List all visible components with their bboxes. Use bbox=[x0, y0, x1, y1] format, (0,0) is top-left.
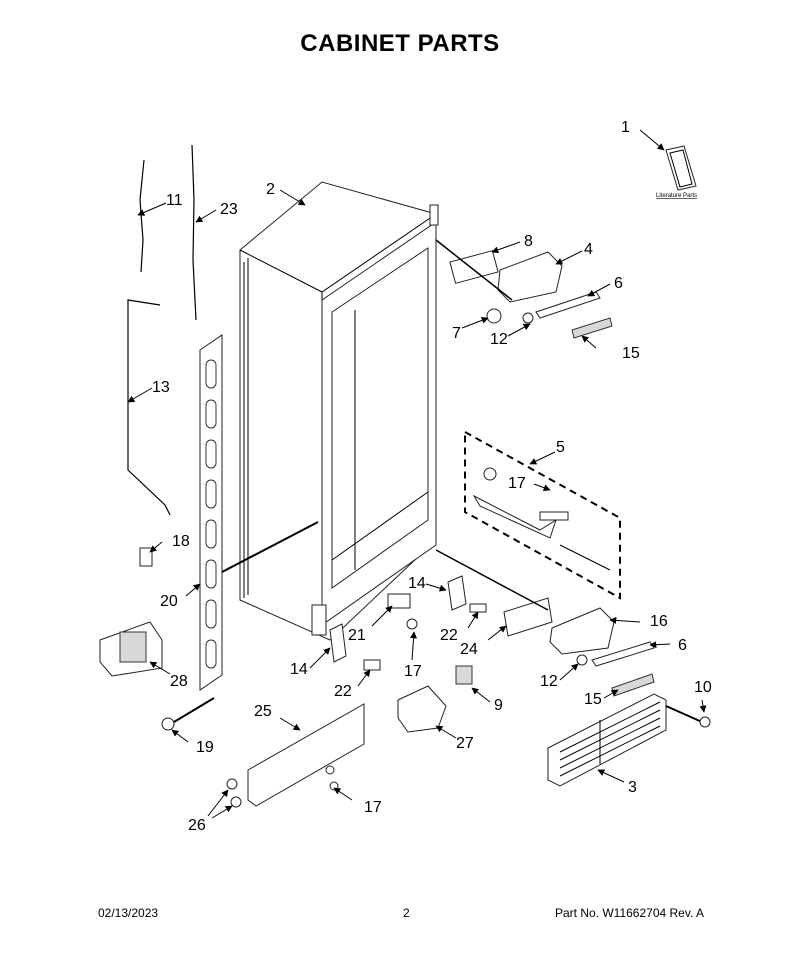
callout-2: 2 bbox=[266, 181, 275, 198]
callout-24: 24 bbox=[460, 641, 478, 658]
callout-21: 21 bbox=[348, 627, 366, 644]
callout-17-a: 17 bbox=[508, 475, 526, 492]
callout-4: 4 bbox=[584, 241, 593, 258]
part-15-cover-top bbox=[571, 317, 613, 339]
part-24-cover bbox=[503, 597, 553, 637]
part-15-cover-bottom bbox=[611, 673, 655, 697]
page-title: CABINET PARTS bbox=[300, 30, 500, 57]
part-12-screw-bottom bbox=[576, 654, 588, 666]
callout-12-bottom: 12 bbox=[540, 673, 558, 690]
part-16-hinge bbox=[549, 607, 615, 655]
callout-26: 26 bbox=[188, 817, 206, 834]
callout-18: 18 bbox=[172, 533, 190, 550]
callout-25: 25 bbox=[254, 703, 272, 720]
callout-15-bottom: 15 bbox=[584, 691, 602, 708]
part-20-side-trim bbox=[199, 334, 223, 691]
callout-19: 19 bbox=[196, 739, 214, 756]
part-14-bracket-b bbox=[329, 623, 347, 663]
callout-13: 13 bbox=[152, 379, 170, 396]
callout-3: 3 bbox=[628, 779, 637, 796]
callout-17-b: 17 bbox=[404, 663, 422, 680]
footer-part-number: Part No. W11662704 Rev. A bbox=[555, 906, 704, 920]
part-26-screw-b bbox=[230, 796, 242, 808]
part-23-tube bbox=[191, 144, 197, 321]
part-5-hinge-kit-box bbox=[464, 430, 621, 600]
part-17-screw-a bbox=[406, 618, 418, 630]
part-17-screw-c bbox=[329, 781, 339, 791]
part-22-strip-b bbox=[363, 659, 381, 671]
part-27-housing bbox=[397, 685, 447, 733]
callout-17-c: 17 bbox=[364, 799, 382, 816]
part-19-screw bbox=[161, 717, 175, 731]
literature-label: Literature Parts bbox=[656, 193, 697, 199]
callout-28: 28 bbox=[170, 673, 188, 690]
callout-6-bottom: 6 bbox=[678, 637, 687, 654]
callout-6-top: 6 bbox=[614, 275, 623, 292]
callout-23: 23 bbox=[220, 201, 238, 218]
part-22-strip-a bbox=[469, 603, 487, 613]
callout-16: 16 bbox=[650, 613, 668, 630]
footer-page-number: 2 bbox=[403, 906, 410, 920]
part-7-bushing bbox=[486, 308, 502, 324]
part-25-bottom-panel bbox=[247, 703, 365, 807]
footer-date: 02/13/2023 bbox=[98, 906, 159, 920]
part-10-screw bbox=[699, 716, 711, 728]
part-6-plate-top bbox=[535, 291, 601, 319]
part-26-screw-a bbox=[226, 778, 238, 790]
part-21-bracket bbox=[387, 593, 411, 609]
callout-10: 10 bbox=[694, 679, 712, 696]
part-14-bracket-a bbox=[447, 575, 467, 611]
callout-22-b: 22 bbox=[334, 683, 352, 700]
callout-15-top: 15 bbox=[622, 345, 640, 362]
callout-11: 11 bbox=[166, 192, 183, 209]
part-3-grille bbox=[547, 693, 667, 787]
callout-7: 7 bbox=[452, 325, 461, 342]
callout-22-a: 22 bbox=[440, 627, 458, 644]
callout-9: 9 bbox=[494, 697, 503, 714]
part-11-tube bbox=[139, 159, 145, 273]
callout-1: 1 bbox=[621, 119, 630, 136]
callout-12-top: 12 bbox=[490, 331, 508, 348]
callout-5: 5 bbox=[556, 439, 565, 456]
literature-parts-booklet: Literature Parts bbox=[656, 145, 697, 199]
callout-27: 27 bbox=[456, 735, 474, 752]
callout-20: 20 bbox=[160, 593, 178, 610]
part-17-screw-b bbox=[325, 765, 335, 775]
part-8-cover bbox=[449, 250, 499, 284]
part-12-screw-top bbox=[522, 312, 534, 324]
callout-14-b: 14 bbox=[290, 661, 308, 678]
callout-8: 8 bbox=[524, 233, 533, 250]
callout-14-a: 14 bbox=[408, 575, 426, 592]
part-13-harness bbox=[127, 299, 171, 516]
cabinet bbox=[239, 181, 439, 641]
part-9-switch bbox=[455, 665, 473, 685]
part-4-hinge bbox=[497, 251, 563, 303]
part-18-clip bbox=[139, 547, 153, 567]
